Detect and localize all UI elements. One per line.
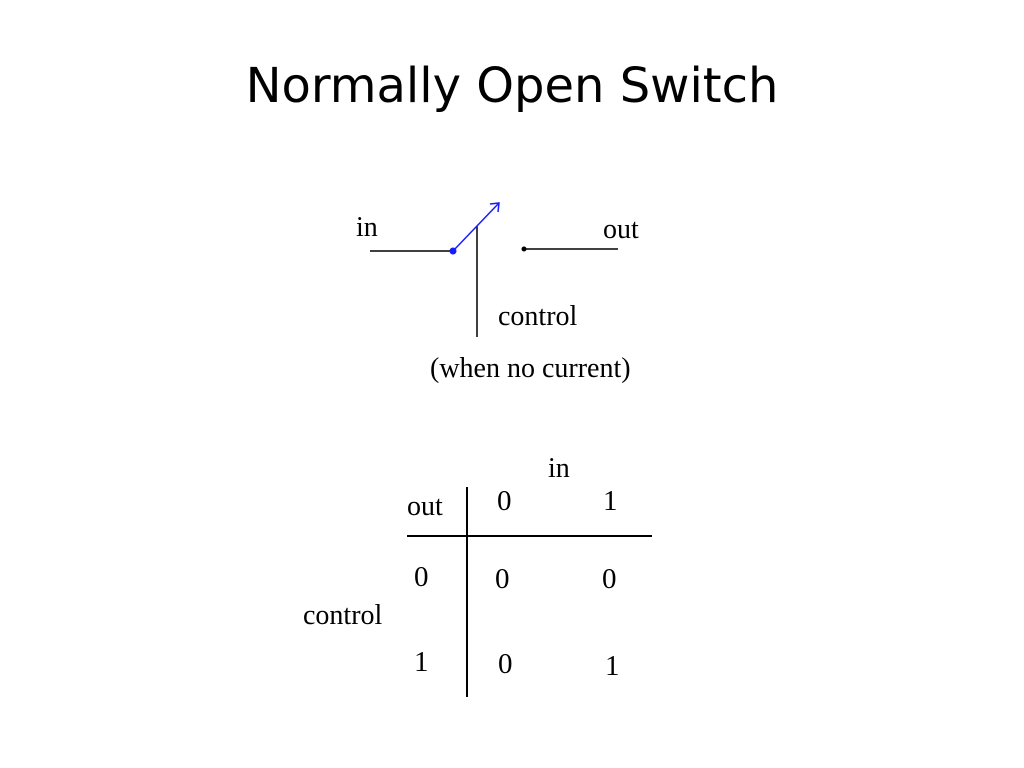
switch-in-label: in: [356, 212, 378, 243]
switch-control-label: control: [498, 301, 578, 332]
in-value-1: 1: [603, 485, 618, 517]
table-vertical-rule: [466, 487, 468, 697]
table-out-label: out: [407, 491, 443, 522]
cell-r0-c0: 0: [495, 563, 510, 595]
cell-r1-c1: 1: [605, 650, 620, 682]
pivot-dot: [449, 247, 457, 255]
in-value-0: 0: [497, 485, 512, 517]
cell-r0-c1: 0: [602, 563, 617, 595]
slide-title: Normally Open Switch: [245, 58, 779, 114]
switch-caption: (when no current): [430, 353, 631, 384]
switch-arm-arrowhead: [489, 202, 500, 213]
table-in-header: in: [548, 453, 570, 484]
switch-out-label: out: [603, 214, 639, 245]
out-contact-dot: [521, 246, 527, 252]
switch-arm: [452, 202, 500, 252]
table-control-label: control: [303, 600, 383, 631]
control-value-1: 1: [414, 646, 429, 678]
cell-r1-c0: 0: [498, 648, 513, 680]
control-value-0: 0: [414, 561, 429, 593]
table-horizontal-rule: [407, 535, 652, 537]
